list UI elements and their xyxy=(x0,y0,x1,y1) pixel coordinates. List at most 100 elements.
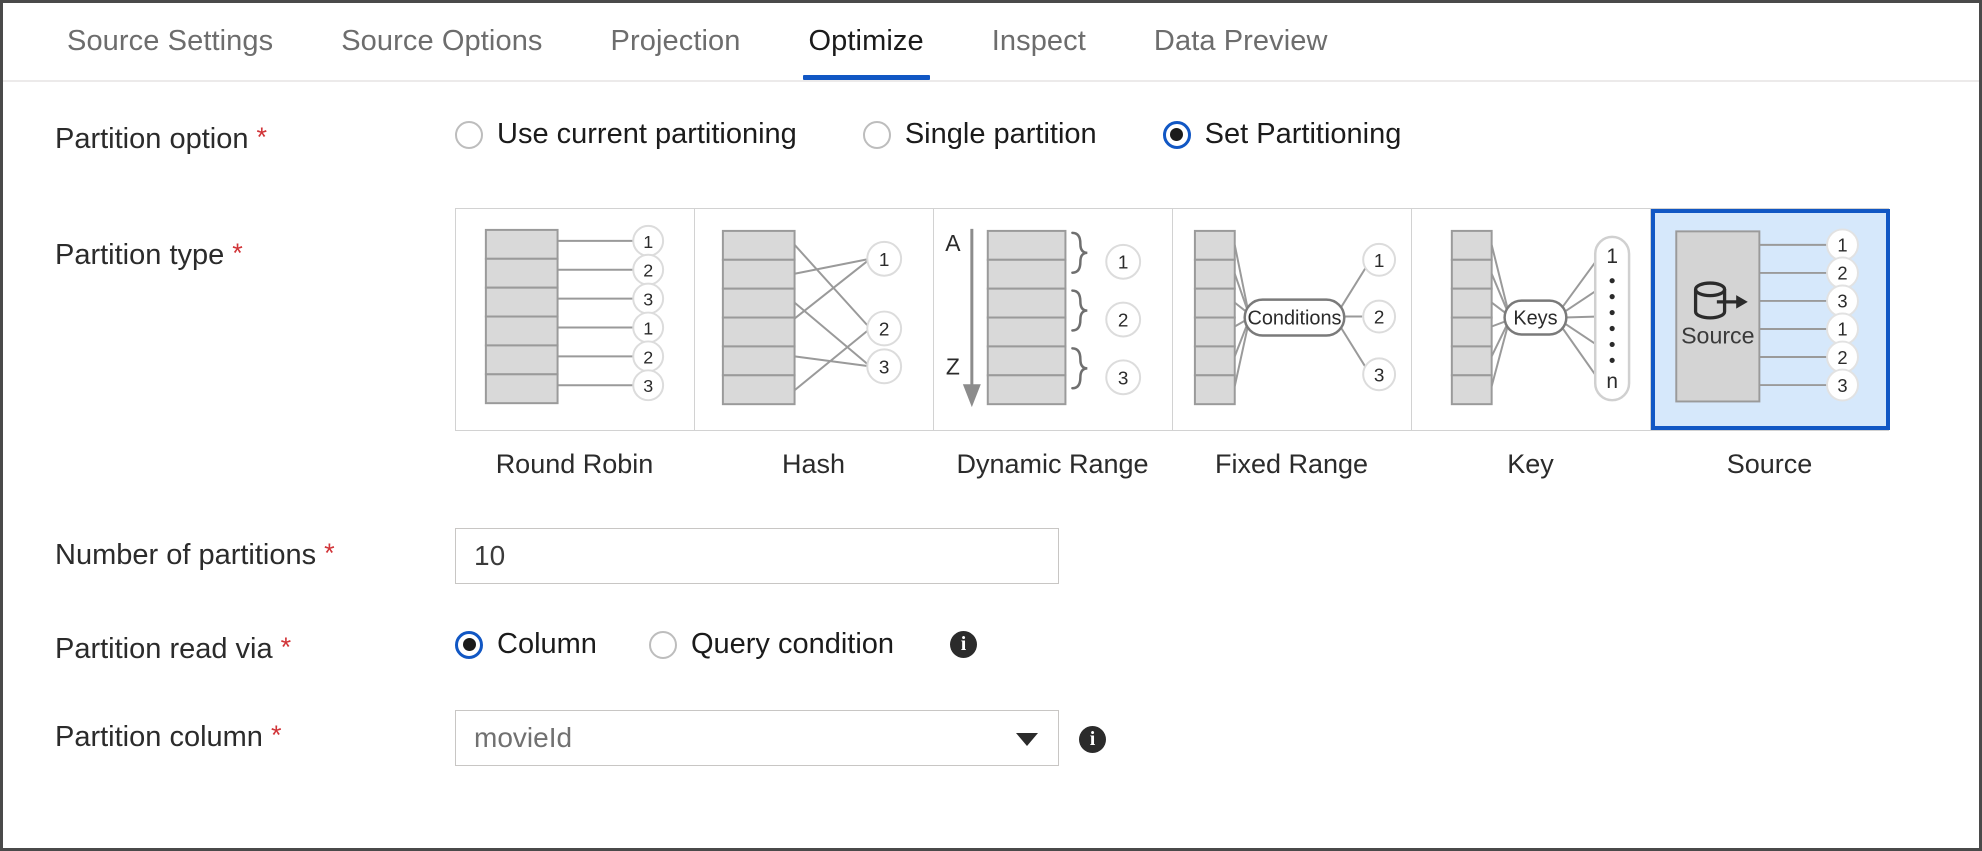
required-marker: * xyxy=(256,122,267,152)
caption-source: Source xyxy=(1726,449,1813,479)
caption-dynamic-range: Dynamic Range xyxy=(956,449,1149,479)
row-partition-read-via: Partition read via* Column Query conditi… xyxy=(55,628,1979,666)
partition-type-label: Partition type* xyxy=(55,208,455,272)
radio-label: Column xyxy=(497,628,597,660)
radio-single-partition[interactable]: Single partition xyxy=(862,118,1097,151)
partition-type-card-hash[interactable]: 1 2 3 xyxy=(695,209,934,430)
svg-text:1: 1 xyxy=(643,318,653,338)
svg-text:2: 2 xyxy=(1837,347,1847,368)
caption-round-robin: Round Robin xyxy=(495,449,654,479)
partition-read-via-label: Partition read via* xyxy=(55,628,455,666)
partition-option-label: Partition option* xyxy=(55,118,455,156)
radio-label: Use current partitioning xyxy=(497,118,797,150)
tab-active-underline xyxy=(802,75,930,80)
info-icon[interactable]: i xyxy=(1079,726,1106,753)
svg-text:1: 1 xyxy=(1374,251,1385,272)
row-number-of-partitions: Number of partitions* xyxy=(55,528,1979,584)
partition-type-captions: Round Robin Hash Dynamic Range Fixed Ran… xyxy=(455,431,1889,480)
number-of-partitions-label: Number of partitions* xyxy=(55,528,455,572)
radio-label: Query condition xyxy=(690,628,895,660)
svg-text:1: 1 xyxy=(1606,245,1618,268)
form-body: Partition option* Use current partitioni… xyxy=(3,118,1979,766)
radio-circle-icon xyxy=(455,120,483,149)
hash-diagram-icon: 1 2 3 xyxy=(721,229,903,406)
tab-optimize[interactable]: Optimize xyxy=(775,3,958,80)
svg-text:Z: Z xyxy=(946,353,960,379)
svg-text:3: 3 xyxy=(1374,365,1385,386)
partition-read-via-radio-group: Column Query condition i xyxy=(455,628,978,661)
tab-label: Data Preview xyxy=(1153,25,1328,57)
radio-use-current-partitioning[interactable]: Use current partitioning xyxy=(455,118,797,151)
label-text: Number of partitions xyxy=(55,539,317,571)
radio-label: Single partition xyxy=(904,118,1097,150)
source-diagram-icon: Source 1 2 3 1 2 3 xyxy=(1675,228,1859,403)
partition-type-card-dynamic-range[interactable]: A Z xyxy=(934,209,1173,430)
dynamic-range-diagram-icon: A Z xyxy=(945,228,1142,408)
partition-type-card-strip: 1 2 3 1 2 3 xyxy=(455,208,1890,431)
tab-data-preview[interactable]: Data Preview xyxy=(1120,3,1362,80)
radio-set-partitioning[interactable]: Set Partitioning xyxy=(1162,118,1402,151)
conditions-pill-label: Conditions xyxy=(1247,308,1341,330)
radio-circle-selected-icon xyxy=(1162,120,1191,149)
radio-label: Set Partitioning xyxy=(1204,118,1402,150)
svg-text:1: 1 xyxy=(1837,319,1847,340)
required-marker: * xyxy=(232,238,243,268)
partition-type-card-key[interactable]: Keys 1 n xyxy=(1412,209,1651,430)
row-partition-option: Partition option* Use current partitioni… xyxy=(55,118,1979,156)
partition-type-card-source[interactable]: Source 1 2 3 1 2 3 xyxy=(1651,209,1890,430)
svg-text:n: n xyxy=(1606,370,1618,393)
svg-text:2: 2 xyxy=(1118,310,1129,331)
radio-circle-selected-icon xyxy=(455,630,483,659)
svg-text:2: 2 xyxy=(1837,263,1847,284)
label-text: Partition option xyxy=(55,123,249,155)
tab-label: Optimize xyxy=(808,25,924,57)
caption-key: Key xyxy=(1507,449,1554,479)
radio-circle-icon xyxy=(648,630,677,659)
number-of-partitions-input[interactable] xyxy=(455,528,1059,584)
radio-column[interactable]: Column xyxy=(455,628,597,661)
chevron-down-icon xyxy=(1016,733,1038,746)
tab-label: Inspect xyxy=(991,25,1086,57)
tab-source-options[interactable]: Source Options xyxy=(307,3,576,80)
round-robin-diagram-icon: 123 123 xyxy=(484,224,665,405)
svg-text:3: 3 xyxy=(1837,375,1847,396)
tab-label: Projection xyxy=(610,25,741,57)
partition-type-card-fixed-range[interactable]: Conditions 1 2 3 xyxy=(1173,209,1412,430)
caption-fixed-range: Fixed Range xyxy=(1214,449,1369,479)
svg-text:3: 3 xyxy=(643,376,653,396)
svg-text:2: 2 xyxy=(643,347,653,367)
info-icon[interactable]: i xyxy=(950,631,978,658)
tab-label: Source Settings xyxy=(67,25,274,57)
tab-bar: Source Settings Source Options Projectio… xyxy=(3,3,1979,82)
label-text: Partition type xyxy=(55,239,225,271)
svg-text:3: 3 xyxy=(879,357,890,378)
partition-column-value: movieId xyxy=(474,722,573,753)
radio-query-condition[interactable]: Query condition xyxy=(648,628,895,661)
required-marker: * xyxy=(270,720,282,750)
source-icon-label: Source xyxy=(1681,322,1754,348)
svg-text:2: 2 xyxy=(879,319,890,340)
tab-source-settings[interactable]: Source Settings xyxy=(33,3,307,80)
tab-projection[interactable]: Projection xyxy=(577,3,775,80)
svg-text:3: 3 xyxy=(1837,291,1847,312)
svg-text:1: 1 xyxy=(879,250,890,271)
partition-column-select[interactable]: movieId xyxy=(455,710,1059,766)
svg-text:1: 1 xyxy=(1118,253,1129,274)
tab-inspect[interactable]: Inspect xyxy=(958,3,1120,80)
row-partition-type: Partition type* xyxy=(55,208,1979,480)
partition-option-radio-group: Use current partitioning Single partitio… xyxy=(455,118,1401,151)
required-marker: * xyxy=(280,632,292,662)
label-text: Partition read via xyxy=(55,633,273,665)
svg-text:3: 3 xyxy=(1118,368,1129,389)
svg-text:A: A xyxy=(945,230,961,256)
svg-text:1: 1 xyxy=(1837,235,1847,256)
caption-hash: Hash xyxy=(781,449,846,479)
label-text: Partition column xyxy=(55,721,263,753)
required-marker: * xyxy=(324,538,335,568)
svg-text:2: 2 xyxy=(1374,308,1385,329)
tab-label: Source Options xyxy=(341,25,543,57)
partition-type-selector: 1 2 3 1 2 3 xyxy=(455,208,1890,480)
svg-text:3: 3 xyxy=(643,290,653,310)
